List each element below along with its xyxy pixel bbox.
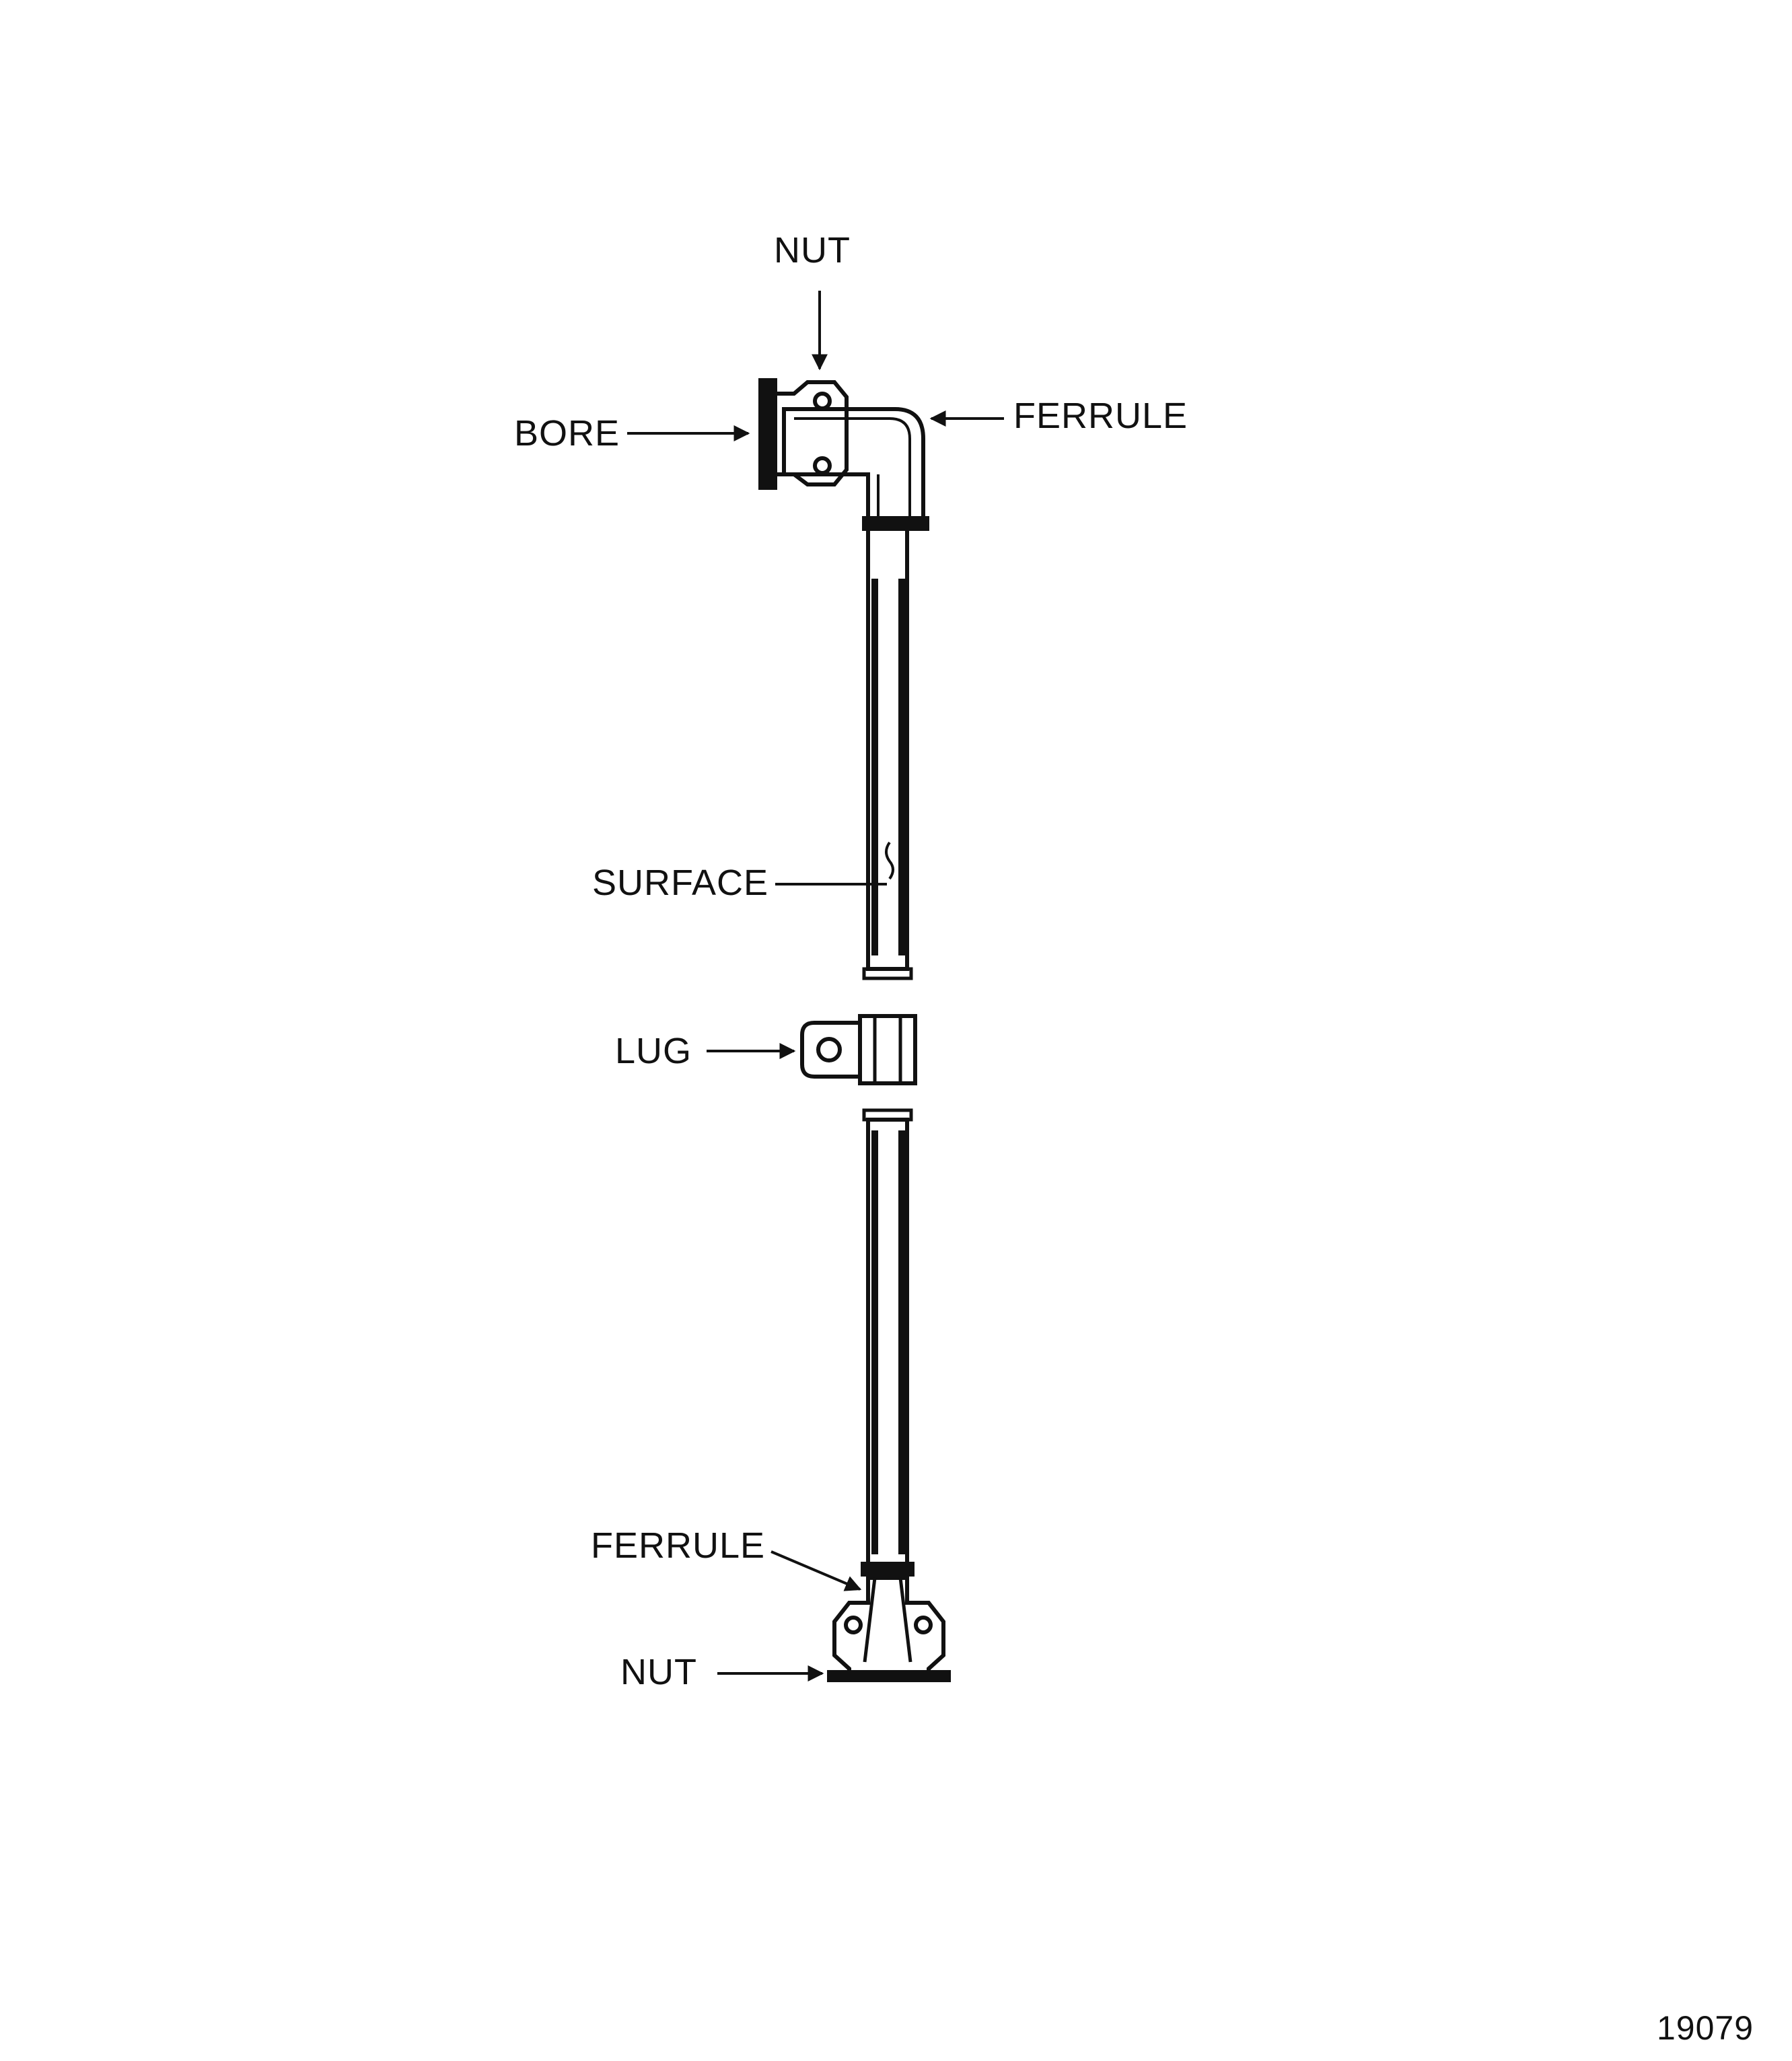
top-ferrule-elbow-inner [794,417,911,521]
label-nut-top: NUT [774,230,851,270]
lug-clamp [800,1014,917,1085]
label-ferrule-bottom: FERRULE [591,1525,766,1566]
top-nut-seal-lower [813,456,832,475]
bottom-nut-seal-left [844,1616,863,1634]
label-surface: SURFACE [592,863,769,903]
bottom-nut-seal-right [914,1616,933,1634]
arrow-ferrule-bottom [770,1550,862,1591]
label-bore: BORE [514,413,620,454]
bottom-ferrule-right [898,1577,912,1663]
label-nut-bottom: NUT [620,1652,697,1692]
tube-band-upper [862,967,913,980]
top-ferrule-elbow-outer [782,407,925,523]
bottom-nut-body [832,1576,945,1677]
label-lug: LUG [615,1031,692,1071]
bottom-fitting [827,1562,951,1682]
main-tube [862,526,913,1566]
lug-clamp-body [858,1014,917,1085]
bottom-nut-base [827,1670,951,1682]
top-fitting [758,378,929,531]
surface-marker [885,841,894,880]
top-nut-seal-upper [813,392,832,410]
bottom-ferrule-collar [861,1562,915,1577]
leader-arrows [627,291,1004,1682]
lug-tab [800,1021,860,1079]
lug-hole [816,1037,842,1062]
bottom-ferrule-left [863,1577,877,1663]
label-ferrule-top: FERRULE [1013,396,1188,436]
figure-number: 19079 [1657,2009,1754,2047]
